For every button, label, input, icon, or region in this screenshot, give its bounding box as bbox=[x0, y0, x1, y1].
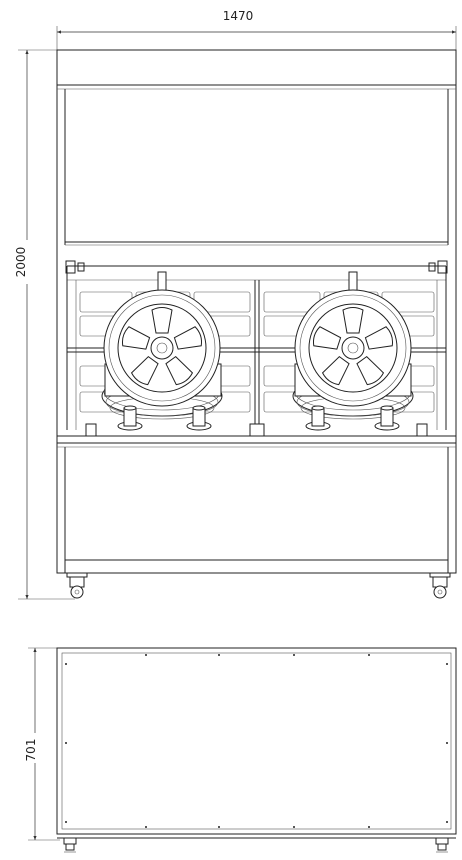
caster-right bbox=[429, 572, 451, 599]
side-caster-left bbox=[63, 837, 77, 853]
tire-post-2 bbox=[186, 405, 212, 431]
lower-shelf bbox=[57, 435, 456, 448]
side-frame bbox=[56, 647, 457, 835]
tire-post-1 bbox=[117, 405, 143, 431]
hinge-brackets bbox=[65, 260, 448, 274]
wheel-right bbox=[292, 271, 414, 420]
side-view: 701 bbox=[22, 647, 457, 853]
cabinet-frame bbox=[56, 49, 457, 574]
top-header bbox=[57, 84, 456, 90]
base-cabinet bbox=[64, 447, 449, 573]
side-height-label: 701 bbox=[24, 739, 38, 762]
height-dimension-label: 2000 bbox=[14, 247, 28, 278]
front-view: 1470 2000 bbox=[12, 8, 457, 600]
width-dimension-label: 1470 bbox=[223, 9, 254, 23]
side-fastener-dots bbox=[65, 654, 448, 828]
wheel-left bbox=[101, 271, 223, 420]
upper-panel bbox=[64, 89, 449, 246]
center-divider bbox=[254, 280, 260, 430]
tire-post-3 bbox=[305, 405, 331, 431]
tire-post-4 bbox=[374, 405, 400, 431]
caster-left bbox=[66, 572, 88, 599]
tire-posts bbox=[117, 405, 400, 431]
back-panel-right bbox=[263, 291, 435, 413]
side-caster-right bbox=[435, 837, 449, 853]
side-height-dimension: 701 bbox=[22, 647, 60, 841]
width-dimension: 1470 bbox=[56, 8, 457, 50]
height-dimension: 2000 bbox=[12, 49, 75, 600]
